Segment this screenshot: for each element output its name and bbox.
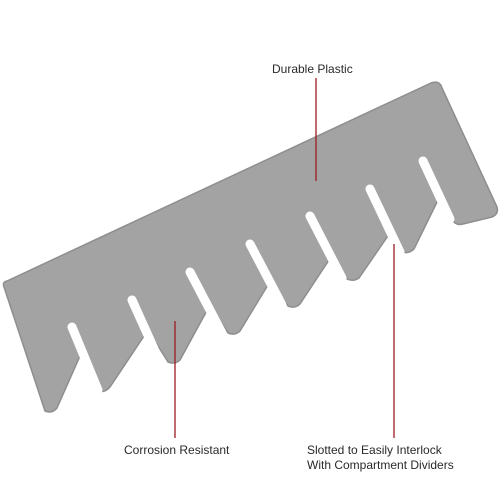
callout-corrosion-resistant: Corrosion Resistant: [124, 443, 230, 457]
callout-slotted-line-1: Slotted to Easily Interlock: [307, 443, 442, 457]
callout-slotted-interlock: Slotted to Easily Interlock With Compart…: [307, 443, 454, 473]
callout-durable-plastic: Durable Plastic: [272, 62, 353, 76]
callout-slotted-line-2: With Compartment Dividers: [307, 458, 454, 472]
callout-lines: [174, 78, 395, 438]
divider-panel: [2, 81, 499, 413]
